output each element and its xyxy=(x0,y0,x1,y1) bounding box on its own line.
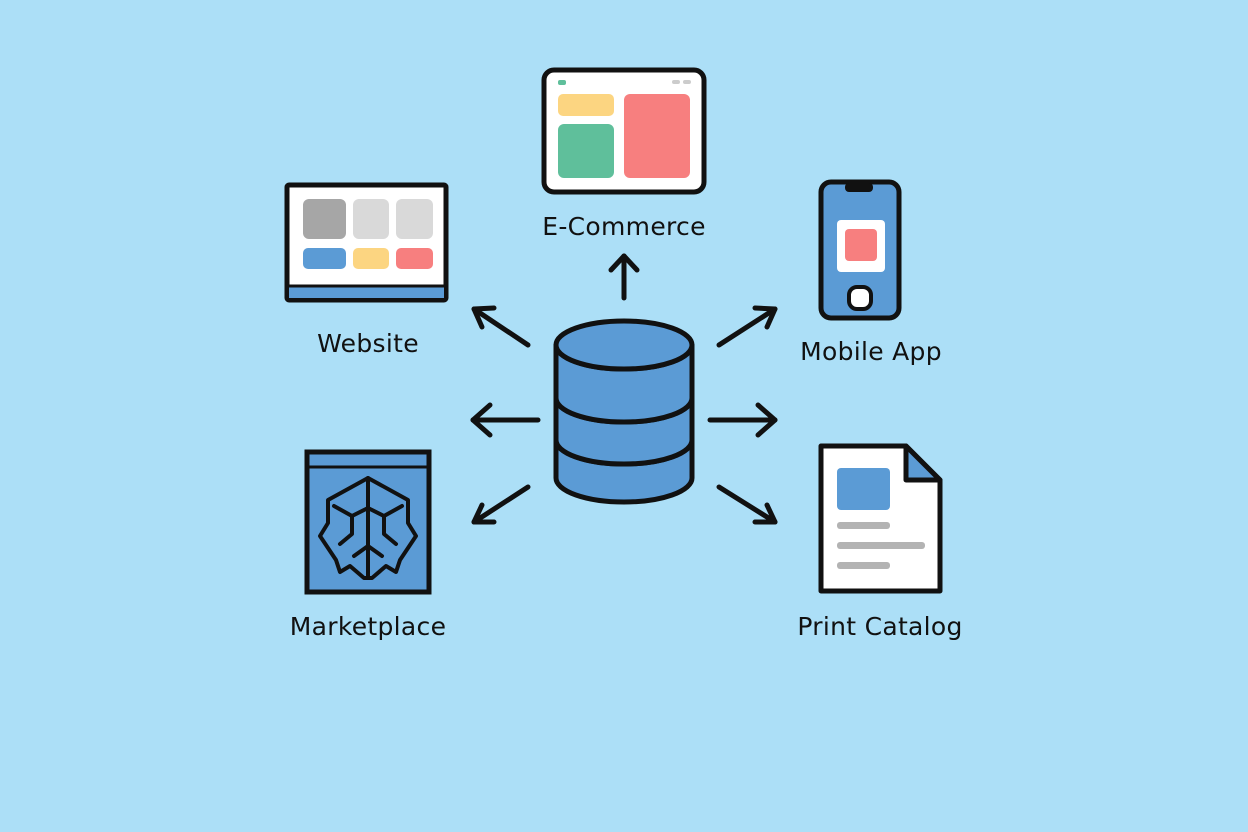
marketplace-icon xyxy=(304,449,432,595)
arrow-to-mobile-app xyxy=(716,305,778,348)
ecommerce-label: E-Commerce xyxy=(542,212,706,241)
smartphone-icon xyxy=(818,179,902,321)
marketplace-label: Marketplace xyxy=(289,612,447,641)
arrow-to-marketplace xyxy=(471,484,531,525)
arrow-to-print-catalog xyxy=(716,484,778,525)
arrow-to-ecommerce xyxy=(608,253,640,301)
document-icon xyxy=(818,443,943,594)
mobile-app-label: Mobile App xyxy=(800,337,942,366)
website-label: Website xyxy=(317,329,419,358)
print-catalog-label: Print Catalog xyxy=(797,612,963,641)
database-icon xyxy=(553,318,695,505)
arrow-to-left xyxy=(470,402,541,438)
arrow-to-right xyxy=(707,402,778,438)
website-monitor-icon xyxy=(284,182,449,303)
arrow-to-website xyxy=(471,305,531,348)
ecommerce-browser-icon xyxy=(541,67,707,195)
